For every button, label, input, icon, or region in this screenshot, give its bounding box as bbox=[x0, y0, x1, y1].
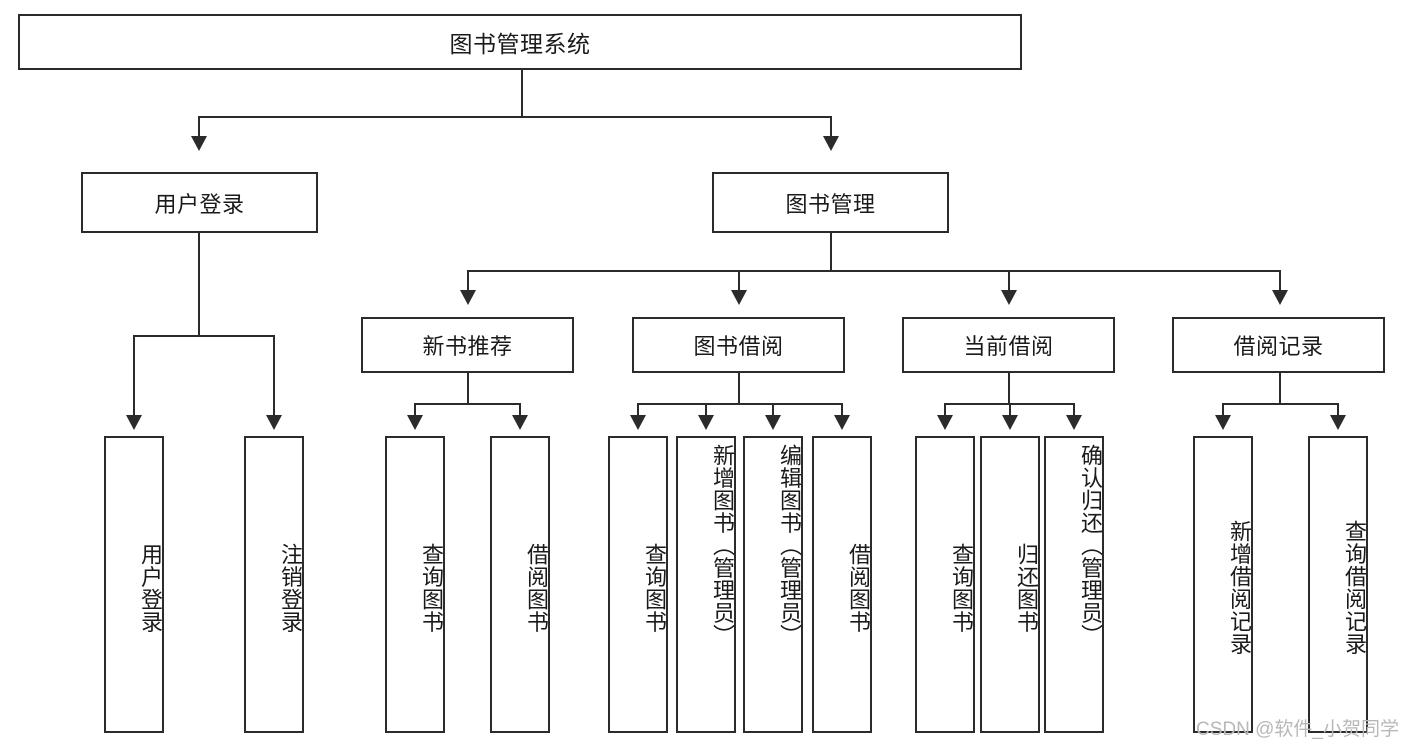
edge-cb-stem bbox=[1008, 373, 1010, 405]
edge-bb-bus bbox=[637, 403, 843, 405]
node-new-book-recommend[interactable]: 新书推荐 bbox=[361, 317, 574, 373]
arrow-to-leaf-logout bbox=[266, 415, 282, 430]
node-borrow-records[interactable]: 借阅记录 bbox=[1172, 317, 1385, 373]
node-book-management[interactable]: 图书管理 bbox=[712, 172, 949, 233]
edge-nbr-drop-2 bbox=[519, 403, 521, 417]
edge-root-drop-1 bbox=[198, 116, 200, 138]
node-book-borrow[interactable]: 图书借阅 bbox=[632, 317, 845, 373]
leaf-br-query-record[interactable]: 查询借阅记录 bbox=[1308, 436, 1368, 733]
arrow-nbr-leaf-2 bbox=[512, 415, 528, 430]
arrow-to-book-manage bbox=[823, 136, 839, 151]
leaf-label: 用户登录 bbox=[138, 542, 163, 633]
edge-br-bus bbox=[1222, 403, 1338, 405]
edge-bb-stem bbox=[738, 373, 740, 405]
edge-bb-drop-4 bbox=[841, 403, 843, 417]
leaf-cb-return-book[interactable]: 归还图书 bbox=[980, 436, 1040, 733]
edge-br-drop-2 bbox=[1337, 403, 1339, 417]
leaf-label: 借阅图书 bbox=[524, 542, 549, 633]
edge-bb-drop-1 bbox=[637, 403, 639, 417]
leaf-label: 注销登录 bbox=[278, 542, 303, 633]
arrow-to-leaf-user-login bbox=[126, 415, 142, 430]
leaf-bb-borrow-book[interactable]: 借阅图书 bbox=[812, 436, 872, 733]
arrow-to-user-login bbox=[191, 136, 207, 151]
edge-br-stem bbox=[1279, 373, 1281, 405]
leaf-label: 查询图书 bbox=[642, 542, 667, 633]
edge-user-login-bus bbox=[133, 335, 275, 337]
node-label: 新书推荐 bbox=[422, 334, 513, 359]
arrow-to-borrow-records bbox=[1272, 290, 1288, 305]
leaf-cb-query-book[interactable]: 查询图书 bbox=[915, 436, 975, 733]
edge-bm-drop-4 bbox=[1279, 270, 1281, 292]
edge-bm-drop-1 bbox=[467, 270, 469, 292]
arrow-bb-leaf-2 bbox=[698, 415, 714, 430]
arrow-bb-leaf-3 bbox=[765, 415, 781, 430]
edge-cb-drop-1 bbox=[944, 403, 946, 417]
leaf-label: 编辑图书（管理员） bbox=[777, 444, 802, 647]
node-root-system[interactable]: 图书管理系统 bbox=[18, 14, 1022, 70]
node-label: 图书管理系统 bbox=[449, 31, 591, 57]
leaf-label: 查询图书 bbox=[419, 542, 444, 633]
edge-nbr-drop-1 bbox=[414, 403, 416, 417]
leaf-bb-edit-book-admin[interactable]: 编辑图书（管理员） bbox=[743, 436, 803, 733]
edge-cb-drop-2 bbox=[1009, 403, 1011, 417]
leaf-label: 归还图书 bbox=[1014, 542, 1039, 633]
leaf-nbr-query-book[interactable]: 查询图书 bbox=[385, 436, 445, 733]
node-user-login[interactable]: 用户登录 bbox=[81, 172, 318, 233]
arrow-to-new-book-recommend bbox=[460, 290, 476, 305]
edge-book-manage-bus bbox=[467, 270, 1281, 272]
edge-br-drop-1 bbox=[1222, 403, 1224, 417]
edge-root-bus bbox=[198, 116, 832, 118]
edge-user-login-drop-2 bbox=[273, 335, 275, 417]
edge-root-drop-2 bbox=[830, 116, 832, 138]
node-current-borrow[interactable]: 当前借阅 bbox=[902, 317, 1115, 373]
leaf-logout[interactable]: 注销登录 bbox=[244, 436, 304, 733]
leaf-cb-confirm-return-admin[interactable]: 确认归还（管理员） bbox=[1044, 436, 1104, 733]
edge-cb-drop-3 bbox=[1073, 403, 1075, 417]
edge-bb-drop-2 bbox=[705, 403, 707, 417]
leaf-bb-add-book-admin[interactable]: 新增图书（管理员） bbox=[676, 436, 736, 733]
leaf-label: 确认归还（管理员） bbox=[1078, 444, 1103, 647]
node-label: 当前借阅 bbox=[963, 334, 1054, 359]
edge-user-login-stem bbox=[198, 233, 200, 336]
arrow-to-book-borrow bbox=[731, 290, 747, 305]
arrow-nbr-leaf-1 bbox=[407, 415, 423, 430]
leaf-nbr-borrow-book[interactable]: 借阅图书 bbox=[490, 436, 550, 733]
node-label: 图书管理 bbox=[785, 191, 876, 217]
leaf-label: 查询借阅记录 bbox=[1342, 520, 1367, 655]
arrow-to-current-borrow bbox=[1001, 290, 1017, 305]
arrow-bb-leaf-1 bbox=[630, 415, 646, 430]
edge-book-manage-stem bbox=[830, 233, 832, 272]
arrow-bb-leaf-4 bbox=[834, 415, 850, 430]
edge-bm-drop-3 bbox=[1008, 270, 1010, 292]
edge-root-stem bbox=[521, 70, 523, 117]
node-label: 图书借阅 bbox=[693, 334, 784, 359]
leaf-label: 新增图书（管理员） bbox=[710, 444, 735, 647]
arrow-cb-leaf-3 bbox=[1066, 415, 1082, 430]
leaf-label: 新增借阅记录 bbox=[1227, 520, 1252, 655]
leaf-label: 借阅图书 bbox=[846, 542, 871, 633]
edge-bm-drop-2 bbox=[738, 270, 740, 292]
edge-bb-drop-3 bbox=[772, 403, 774, 417]
arrow-cb-leaf-1 bbox=[937, 415, 953, 430]
leaf-label: 查询图书 bbox=[949, 542, 974, 633]
arrow-cb-leaf-2 bbox=[1002, 415, 1018, 430]
leaf-br-add-record[interactable]: 新增借阅记录 bbox=[1193, 436, 1253, 733]
leaf-user-login[interactable]: 用户登录 bbox=[104, 436, 164, 733]
edge-nbr-stem bbox=[467, 373, 469, 405]
node-label: 借阅记录 bbox=[1233, 334, 1324, 359]
arrow-br-leaf-1 bbox=[1215, 415, 1231, 430]
edge-nbr-bus bbox=[414, 403, 520, 405]
edge-user-login-drop-1 bbox=[133, 335, 135, 417]
node-label: 用户登录 bbox=[154, 191, 245, 217]
leaf-bb-query-book[interactable]: 查询图书 bbox=[608, 436, 668, 733]
arrow-br-leaf-2 bbox=[1330, 415, 1346, 430]
